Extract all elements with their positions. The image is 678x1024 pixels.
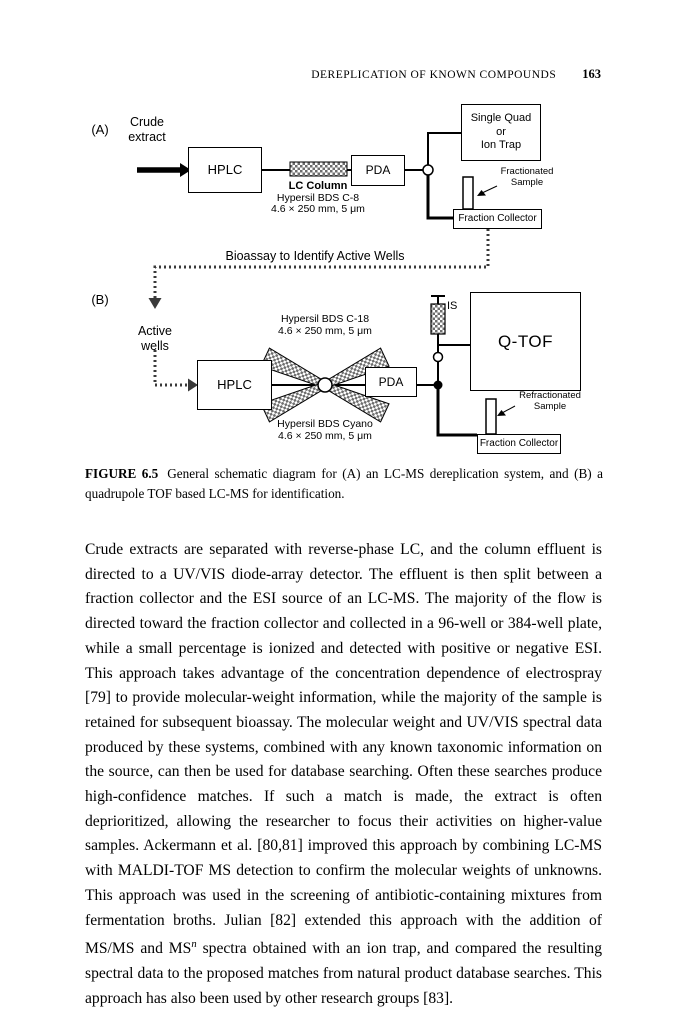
- is-label: IS: [447, 300, 458, 312]
- split-point-b: [433, 380, 443, 390]
- fractionated-sample-label: Fractionated Sample: [488, 166, 566, 188]
- active-wells-line1: Active: [137, 324, 173, 338]
- page-number: 163: [582, 67, 601, 81]
- lc-column-a-hatched: [289, 161, 348, 177]
- body-paragraph: Crude extracts are separated with revers…: [85, 538, 602, 1012]
- hplc-b-label: HPLC: [217, 376, 252, 392]
- pda-a-label: PDA: [365, 163, 391, 177]
- panel-b-label: (B): [91, 292, 109, 307]
- fraction-collector-box-b: Fraction Collector: [477, 434, 561, 454]
- figure-caption-label: FIGURE 6.5: [85, 466, 159, 481]
- running-title: DEREPLICATION OF KNOWN COMPOUNDS: [311, 69, 557, 81]
- figure-diagram-canvas: [137, 132, 516, 437]
- hplc-box-b: HPLC: [197, 360, 272, 410]
- fraction-collector-box-a: Fraction Collector: [453, 209, 542, 229]
- bioassay-label: Bioassay to Identify Active Wells: [225, 249, 405, 263]
- ms-superscript-n: n: [191, 939, 197, 951]
- qtof-label: Q-TOF: [497, 331, 554, 351]
- sample-vial-b: [485, 398, 497, 435]
- column-junction-valve: [317, 377, 333, 393]
- refractionated-line2: Sample: [533, 401, 567, 413]
- refractionated-sample-label: Refractionated Sample: [509, 390, 591, 412]
- hplc-box-a: HPLC: [188, 147, 262, 193]
- pda-b-label: PDA: [378, 374, 404, 389]
- split-valve-a: [422, 164, 434, 176]
- active-wells-label: Active wells: [125, 324, 185, 354]
- column-c18-name: Hypersil BDS C-18: [280, 313, 370, 325]
- crude-extract-label: Crude extract: [107, 115, 187, 145]
- figure-caption-text: General schematic diagram for (A) an LC-…: [85, 466, 603, 501]
- crude-extract-line1: Crude: [129, 115, 165, 129]
- single-quad-ion-trap-box: Single Quad or Ion Trap: [461, 104, 541, 161]
- lc-column-dims: 4.6 × 250 mm, 5 μm: [271, 203, 365, 215]
- qtof-box: Q-TOF: [470, 292, 581, 391]
- fractionated-line2: Sample: [510, 177, 544, 189]
- ms-box-line3: Ion Trap: [480, 139, 522, 152]
- column-cyano-name: Hypersil BDS Cyano: [277, 418, 373, 430]
- pda-box-b: PDA: [365, 367, 417, 397]
- is-syringe-icon: [430, 295, 446, 353]
- hplc-a-label: HPLC: [207, 161, 243, 177]
- figure-6-5: HPLC PDA Single Quad or Ion Trap Fractio…: [85, 100, 601, 462]
- refractionated-sample-arrow: [497, 405, 516, 416]
- fractionated-line1: Fractionated: [500, 166, 554, 177]
- crude-extract-arrowhead: [180, 163, 191, 177]
- ms-box-line1: Single Quad: [470, 111, 532, 124]
- fraction-collector-a-label: Fraction Collector: [458, 212, 537, 224]
- lc-column-name: Hypersil BDS C-8: [276, 192, 360, 204]
- fractionated-sample-arrow: [477, 185, 498, 196]
- panel-a-label: (A): [91, 122, 109, 137]
- sample-vial-a: [462, 176, 474, 210]
- body-text-part1: Crude extracts are separated with revers…: [85, 541, 602, 958]
- running-head: DEREPLICATION OF KNOWN COMPOUNDS 163: [85, 67, 601, 82]
- pda-box-a: PDA: [351, 155, 405, 186]
- bioassay-arrowhead-right: [188, 378, 198, 392]
- body-text-part2: spectra obtained with an ion trap, and c…: [85, 940, 602, 1007]
- tee-junction-b: [432, 351, 444, 363]
- bioassay-arrowhead-down: [148, 298, 162, 309]
- column-cyano-dims: 4.6 × 250 mm, 5 μm: [278, 430, 372, 442]
- column-c18-dims: 4.6 × 250 mm, 5 μm: [278, 325, 372, 337]
- crude-extract-line2: extract: [128, 129, 166, 144]
- fraction-collector-b-label: Fraction Collector: [479, 437, 559, 449]
- ms-box-line2: or: [496, 125, 506, 138]
- refractionated-line1: Refractionated: [519, 390, 581, 401]
- lc-column-title: LC Column: [288, 180, 348, 192]
- bioassay-dotted-path: [153, 229, 490, 387]
- active-wells-line2: wells: [141, 338, 169, 353]
